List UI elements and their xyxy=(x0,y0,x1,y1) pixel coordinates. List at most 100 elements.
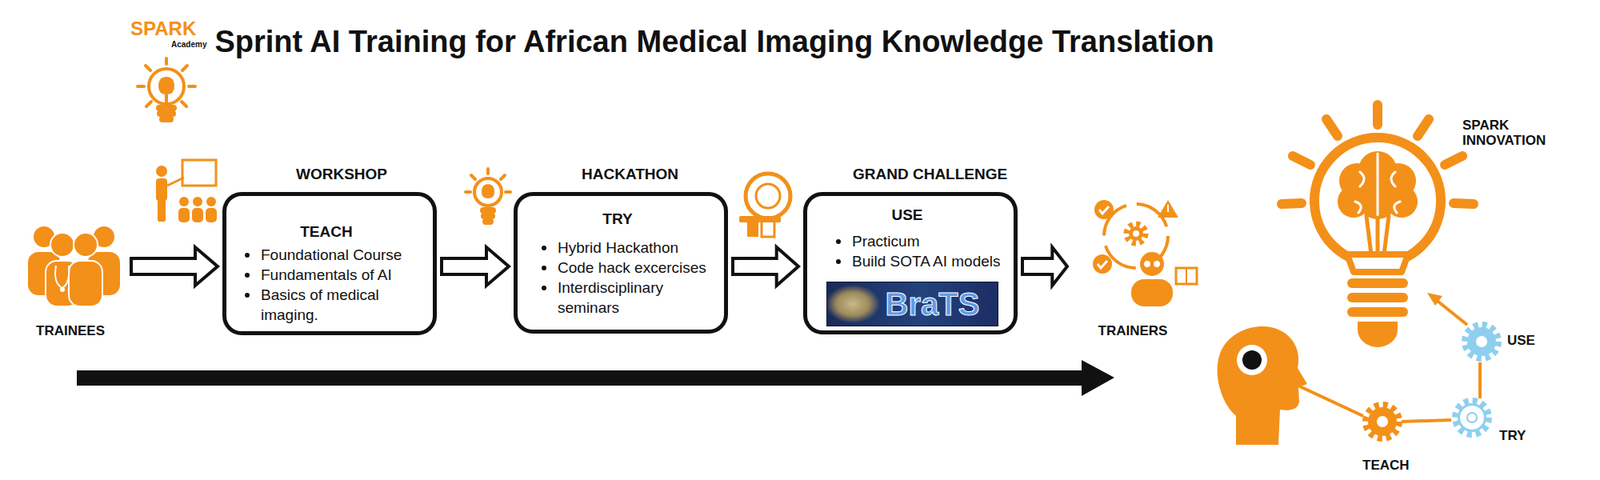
workshop-icon-part xyxy=(192,196,203,207)
scanner-icon-part xyxy=(745,173,791,219)
workshop-box: WORKSHOPTEACHFoundational CourseFundamen… xyxy=(222,192,437,336)
workshop-icon-part xyxy=(206,196,216,207)
innovation-bulb-part xyxy=(1337,151,1418,220)
hackathon-icon xyxy=(465,168,511,224)
gear-label: USE xyxy=(1507,332,1536,349)
try-gear-part xyxy=(1460,405,1484,430)
workshop-icon-part xyxy=(157,199,166,222)
workshop-icon-part xyxy=(192,208,204,223)
logo-bulb-part xyxy=(146,101,152,107)
box-content: TEACHFoundational CourseFundamentals of … xyxy=(226,196,433,325)
workshop-icon xyxy=(156,160,217,223)
bullet-text: Build SOTA AI models xyxy=(852,251,1001,272)
innovation-label: SPARK INNOVATION xyxy=(1462,117,1575,148)
bullet-text: Foundational Course xyxy=(260,244,402,265)
trainers-icon-part xyxy=(1144,260,1151,268)
timeline-arrow-part xyxy=(76,360,1115,396)
box-content: TRYHybrid HackathonCode hack excercisesI… xyxy=(517,196,724,318)
workshop-icon-part xyxy=(182,160,216,186)
teach-gear-part xyxy=(1368,407,1397,436)
block-arrow xyxy=(441,247,509,286)
workshop-icon-part xyxy=(205,208,217,223)
scanner-icon xyxy=(739,173,791,237)
logo-bulb-part xyxy=(164,58,168,64)
bullet-list: Foundational CourseFundamentals of AIBas… xyxy=(226,244,427,325)
thinking-head-part xyxy=(1217,326,1308,445)
trainers-icon-part xyxy=(1128,226,1144,241)
bullet-item: Practicum xyxy=(836,231,1008,252)
trainers-icon-part xyxy=(1176,268,1197,284)
innovation-bulb-part xyxy=(1347,292,1408,303)
thinking-head-part xyxy=(1236,344,1268,376)
innovation-bulb-part-part xyxy=(1385,185,1418,218)
hackathon-icon-part xyxy=(481,184,495,199)
scanner-icon-part xyxy=(761,218,775,237)
gear-links-part xyxy=(1401,420,1452,422)
group-label: TRAINERS xyxy=(1072,323,1194,340)
trainers-icon-part xyxy=(1132,230,1140,237)
thinking-head xyxy=(1217,326,1308,445)
innovation-bulb-part-part xyxy=(1372,104,1383,125)
box-heading: HACKATHON xyxy=(581,165,679,184)
bullet-text: Fundamentals of AI xyxy=(260,264,392,285)
gear-label: TRY xyxy=(1499,428,1526,444)
block-arrow xyxy=(732,247,799,286)
innovation-bulb-part-part xyxy=(1281,203,1302,204)
innovation-bulb-part xyxy=(1366,216,1389,255)
trainers-icon-part xyxy=(1157,200,1179,218)
workshop-icon-part xyxy=(178,208,190,223)
logo-bulb-part xyxy=(188,84,196,88)
gear-links-part xyxy=(1435,299,1468,325)
box-subheading: USE xyxy=(807,205,1008,225)
block-arrow xyxy=(131,247,218,286)
logo-bulb-part xyxy=(182,65,188,71)
innovation-bulb xyxy=(1281,104,1474,348)
trainers-group: TRAINERS xyxy=(1072,190,1194,340)
logo-bulb-part xyxy=(137,84,144,88)
bullet-item: Hybrid Hackathon xyxy=(541,237,718,258)
hackathon-icon-part xyxy=(465,190,471,194)
use-gear xyxy=(1464,324,1499,359)
innovation-bulb-part xyxy=(1347,307,1408,317)
logo-bulb-part xyxy=(157,106,176,110)
hackathon-icon-part xyxy=(471,175,476,180)
trainees-group: TRAINEES xyxy=(14,217,127,340)
logo-bulb-part xyxy=(158,112,175,116)
brats-logo: BraTS xyxy=(826,281,999,327)
logo-bulb-part xyxy=(148,68,184,104)
innovation-bulb-part-part xyxy=(1417,119,1429,136)
bullet-item: Build SOTA AI models xyxy=(836,251,1008,272)
box-heading: GRAND CHALLENGE xyxy=(852,165,1008,184)
gear-links-part xyxy=(1291,382,1364,416)
bullet-list: Hybrid HackathonCode hack excercisesInte… xyxy=(517,237,718,318)
innovation-bulb-part-part xyxy=(1453,203,1474,204)
bullet-text: Hybrid Hackathon xyxy=(557,237,679,258)
trainers-icon-part xyxy=(1097,260,1108,268)
gear-label: TEACH xyxy=(1362,457,1410,474)
logo-word: SPARK xyxy=(130,19,196,39)
logo-bulb-part xyxy=(164,94,168,104)
hackathon-box: HACKATHONTRYHybrid HackathonCode hack ex… xyxy=(513,192,728,334)
teach-gear-part xyxy=(1376,416,1388,428)
trainers-icon-part xyxy=(1167,204,1169,212)
try-gear-part xyxy=(1455,400,1489,435)
bullet-text: Basics of medical imaging. xyxy=(260,284,427,325)
trainers-icon xyxy=(1092,200,1197,307)
bullet-item: Code hack excercises xyxy=(541,257,718,278)
bullet-text: Code hack excercises xyxy=(557,257,707,278)
trainers-icon-part xyxy=(1094,200,1114,220)
bullet-dot xyxy=(244,252,250,258)
workshop-icon-part xyxy=(179,196,189,207)
trainees-icon-part xyxy=(73,232,98,257)
innovation-bulb-part xyxy=(1357,321,1398,348)
bullet-dot xyxy=(541,245,547,251)
thinking-head-part xyxy=(1242,350,1262,370)
teach-gear-part xyxy=(1365,404,1400,439)
workshop-icon-part xyxy=(156,165,168,177)
try-gear-part xyxy=(1457,403,1487,432)
gear-links-part xyxy=(1427,292,1443,306)
